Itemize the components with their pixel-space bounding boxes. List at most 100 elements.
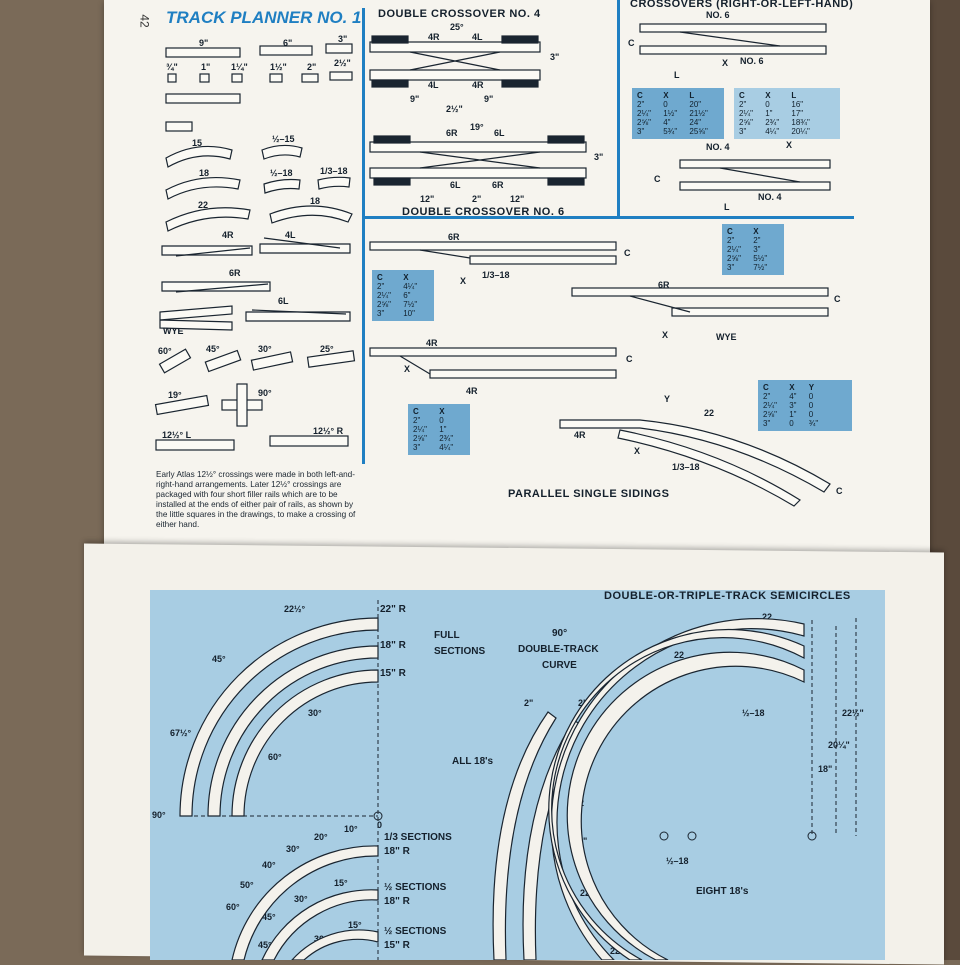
cross4-diag <box>719 167 801 183</box>
track-short-c <box>231 73 243 83</box>
right-label-4: 22½" <box>842 708 864 718</box>
center-point-mid <box>659 831 669 841</box>
section-title-crossover-6: DOUBLE CROSSOVER NO. 6 <box>402 206 565 218</box>
siding-label-4: 6R <box>658 280 670 290</box>
half15-sections-2: 15" R <box>384 940 410 951</box>
cross-label-x2: X <box>786 140 793 150</box>
third-angle-10: 10° <box>344 824 358 834</box>
third-sections-2: 18" R <box>384 846 410 857</box>
half18-sections-1: ½ SECTIONS <box>384 882 447 893</box>
siding-22-inner <box>617 429 801 507</box>
track-terminal <box>165 93 241 104</box>
label-short-1: 1" <box>201 62 211 72</box>
semicircle-third-18 <box>231 845 379 960</box>
siding-label-13: 22 <box>704 408 715 418</box>
siding-4r-branch <box>399 355 431 375</box>
full-sections-2: SECTIONS <box>434 646 486 657</box>
double-curve-outer <box>492 711 557 960</box>
page-title: TRACK PLANNER NO. 1 <box>166 8 362 27</box>
crossover4-diagonals <box>409 51 501 71</box>
siding-label-12: Y <box>664 394 671 404</box>
crossover4-motor-d <box>501 79 539 88</box>
co4-dim-r: 9" <box>484 94 494 104</box>
label-straight-3: 3" <box>338 34 348 44</box>
label-crossing-45: 45° <box>206 344 220 354</box>
co6-dim-mid: 2" <box>472 194 482 204</box>
siding-4r-main <box>369 347 617 357</box>
track-turnout-4l <box>259 243 351 254</box>
half15-angle-15: 15° <box>348 920 362 930</box>
cross-label-no6-b: NO. 6 <box>740 56 764 66</box>
co4-label-4r-b: 4R <box>472 80 484 90</box>
half18-angle-30: 30° <box>294 894 308 904</box>
label-straight-6: 6" <box>283 38 293 48</box>
cross-label-c: C <box>628 38 635 48</box>
crossover6-motor-b <box>547 135 585 144</box>
right-label-6: 18" <box>818 764 833 774</box>
siding-label-1: C <box>624 248 631 258</box>
label-crossing-25: 25° <box>320 344 334 354</box>
crossover4-motor-a <box>371 35 409 44</box>
track-turnout-6r <box>161 281 271 292</box>
track-crossing-12l <box>155 439 235 451</box>
angle-45: 45° <box>212 654 226 664</box>
crossover6-diagonals <box>419 151 541 169</box>
co6-label-6r: 6R <box>446 128 458 138</box>
co4-dim-mid: 2½" <box>446 104 463 114</box>
crossover4-motor-b <box>501 35 539 44</box>
siding-label-9: C <box>626 354 633 364</box>
label-wye: WYE <box>163 326 184 336</box>
section-title-crossover-4: DOUBLE CROSSOVER NO. 4 <box>378 8 541 20</box>
track-curve-third-18 <box>317 176 351 190</box>
center-zero: 0 <box>377 820 383 830</box>
co6-dim-l: 12" <box>420 194 435 204</box>
track-curve-18 <box>165 176 241 200</box>
label-turnout-4r: 4R <box>222 230 234 240</box>
cross6-diag <box>679 31 781 47</box>
half18-angle-15: 15° <box>334 878 348 888</box>
label-turnout-6r: 6R <box>229 268 241 278</box>
co6-label-6r-b: 6R <box>492 180 504 190</box>
cross-label-l: L <box>674 70 680 80</box>
semicircle-half-18 <box>261 889 379 960</box>
cross-label-no6: NO. 6 <box>706 10 730 20</box>
curve-title-1: 90° <box>552 628 568 639</box>
cross-label-no4: NO. 4 <box>706 142 730 152</box>
curve-dim-2: 2" <box>578 698 588 708</box>
track-wye <box>159 305 233 331</box>
right-label-0: 22 <box>762 612 773 622</box>
siding-drawings <box>369 241 831 507</box>
siding-label-5: C <box>834 294 841 304</box>
track-crossing-60 <box>158 348 192 374</box>
crossover6-motor-a <box>373 135 411 144</box>
right-label-3: ½–18 <box>742 708 765 718</box>
siding-label-14: 4R <box>574 430 586 440</box>
track-curve-22 <box>165 207 251 232</box>
track-turnout-4l-branch <box>263 237 341 249</box>
label-short-5: 2½" <box>334 58 351 68</box>
siding-wye-side <box>671 307 829 317</box>
big-semicircle-inner <box>566 651 805 960</box>
co4-label-4r: 4R <box>428 32 440 42</box>
semicircle-18 <box>207 645 379 817</box>
track-crossing-19 <box>154 394 210 416</box>
siding-label-0: 6R <box>448 232 460 242</box>
crossover6-bottom-rail <box>369 167 587 179</box>
third-angle-30: 30° <box>286 844 300 854</box>
crossing-note: Early Atlas 12½° crossings were made in … <box>156 470 356 529</box>
section-title-semicircles: DOUBLE-OR-TRIPLE-TRACK SEMICIRCLES <box>604 590 851 602</box>
section-title-sidings: PARALLEL SINGLE SIDINGS <box>508 488 670 500</box>
straight-pieces <box>154 43 356 451</box>
co6-dim-r: 12" <box>510 194 525 204</box>
siding-label-2: X <box>460 276 467 286</box>
radius-22: 22" R <box>380 604 406 615</box>
crossover4-top-rail <box>369 41 541 53</box>
track-short-a <box>167 73 177 83</box>
label-crossing-90: 90° <box>258 388 272 398</box>
cross-label-c2: C <box>654 174 661 184</box>
label-short-3: 1½" <box>270 62 287 72</box>
